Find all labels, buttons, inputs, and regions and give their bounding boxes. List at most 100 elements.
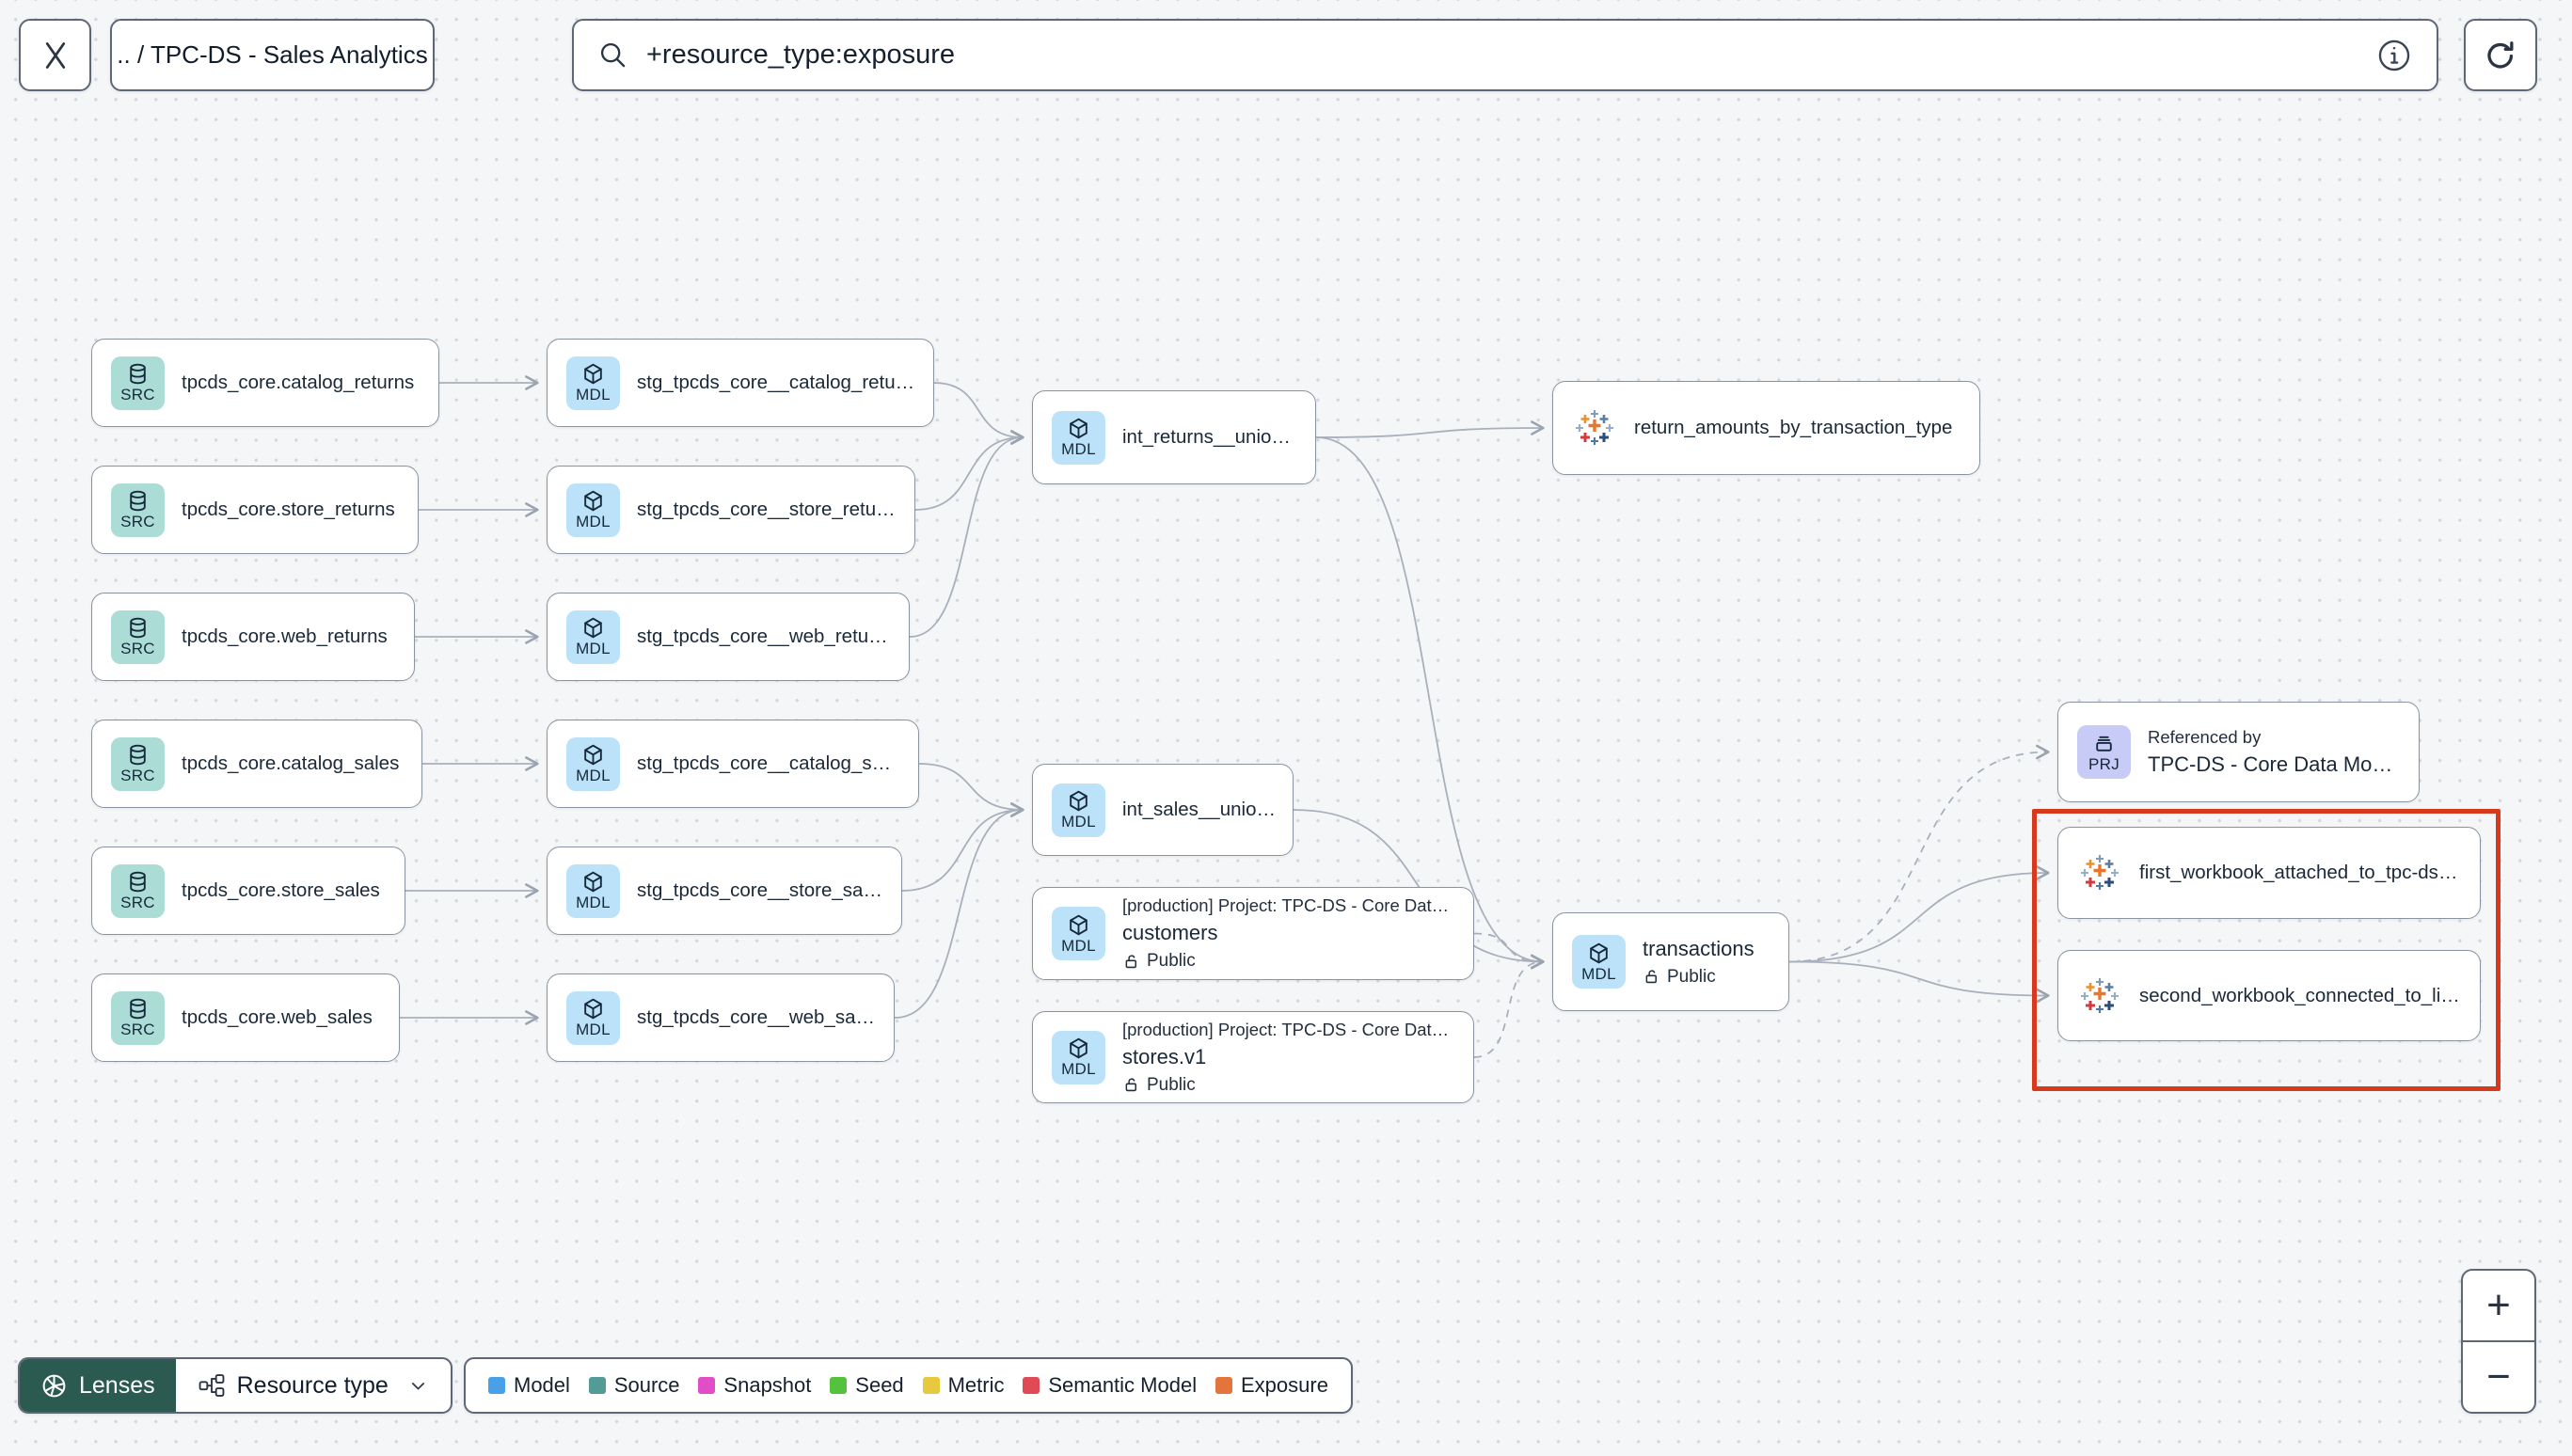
edge-stg_web_returns-to-int_returns (909, 430, 1024, 638)
node-text: tpcds_core.web_sales (182, 1006, 373, 1029)
access-label: Public (1147, 1074, 1196, 1095)
resource-badge-label: SRC (120, 513, 155, 530)
access-label: Public (1667, 966, 1716, 987)
node-text: tpcds_core.store_returns (182, 499, 395, 521)
resource-badge-label: MDL (576, 894, 611, 911)
node-customers[interactable]: MDL [production] Project: TPC-DS - Core D… (1032, 887, 1474, 980)
search-input[interactable] (646, 40, 2358, 71)
node-text: tpcds_core.catalog_returns (182, 372, 414, 394)
search-bar (572, 19, 2438, 91)
resource-badge-label: MDL (1061, 813, 1096, 831)
zoom-controls: + − (2461, 1269, 2536, 1414)
node-label: first_workbook_attached_to_tpc-ds_-_… (2139, 862, 2463, 883)
unlock-icon (1643, 968, 1660, 986)
resource-badge-label: MDL (1581, 964, 1616, 983)
database-icon: SRC (111, 863, 165, 918)
node-header: [production] Project: TPC-DS - Core Data… (1122, 1019, 1456, 1039)
search-icon (598, 40, 627, 70)
node-src_catalog_returns[interactable]: SRC tpcds_core.catalog_returns (91, 339, 439, 427)
legend-label: Snapshot (723, 1373, 812, 1397)
node-text: stg_tpcds_core__web_sales (637, 1006, 877, 1029)
node-text: second_workbook_connected_to_live… (2139, 985, 2463, 1007)
refresh-button[interactable] (2464, 19, 2537, 91)
close-button[interactable] (19, 19, 91, 91)
legend-color-chip (698, 1377, 716, 1394)
resource-type-label: Resource type (236, 1371, 389, 1399)
close-icon (41, 40, 70, 71)
node-src_store_returns[interactable]: SRC tpcds_core.store_returns (91, 466, 419, 554)
edge-stg_store_sales-to-int_sales (901, 802, 1024, 892)
resource-badge-label: MDL (1061, 936, 1096, 955)
node-label: customers (1122, 921, 1218, 944)
legend-label: Source (613, 1373, 680, 1397)
node-second_workbook[interactable]: second_workbook_connected_to_live… (2057, 950, 2481, 1041)
selection-highlight-box (2032, 809, 2501, 1091)
node-text: first_workbook_attached_to_tpc-ds_-_… (2139, 862, 2463, 884)
legend-item-source: Source (588, 1373, 680, 1398)
resource-badge-label: SRC (120, 767, 155, 784)
zoom-divider (2463, 1340, 2534, 1342)
legend-label: Exposure (1240, 1373, 1328, 1397)
node-stores_v1[interactable]: MDL [production] Project: TPC-DS - Core D… (1032, 1011, 1474, 1103)
database-icon: SRC (111, 356, 165, 410)
edge-stg_web_sales-to-int_sales (894, 802, 1024, 1019)
node-return_amounts[interactable]: return_amounts_by_transaction_type (1552, 381, 1980, 475)
node-text: stg_tpcds_core__catalog_sales (637, 752, 901, 775)
edge-int_returns-to-return_amounts (1315, 420, 1545, 438)
node-int_sales[interactable]: MDL int_sales__unioned (1032, 764, 1294, 856)
resource-badge-label: MDL (576, 1021, 611, 1038)
edge-stg_store_returns-to-int_returns (914, 430, 1024, 511)
cube-icon: MDL (566, 609, 620, 664)
breadcrumb[interactable]: .. / TPC-DS - Sales Analytics (110, 19, 435, 91)
node-label: TPC-DS - Core Data Models (2148, 752, 2402, 776)
lenses-label: Lenses (79, 1371, 155, 1399)
node-label: int_sales__unioned (1122, 799, 1276, 820)
database-icon: SRC (111, 483, 165, 537)
lenses-button[interactable]: Lenses (20, 1359, 176, 1412)
resource-badge-label: MDL (576, 386, 611, 404)
node-label: stg_tpcds_core__web_sales (637, 1006, 877, 1028)
node-first_workbook[interactable]: first_workbook_attached_to_tpc-ds_-_… (2057, 827, 2481, 919)
unlock-icon (1122, 953, 1140, 971)
edge-transactions-to-first_workbook (1788, 865, 2050, 963)
node-access: Public (1643, 967, 1754, 988)
node-label: return_amounts_by_transaction_type (1634, 417, 1953, 438)
chevron-down-icon (401, 1376, 428, 1396)
node-label: tpcds_core.web_returns (182, 625, 388, 647)
node-text: stg_tpcds_core__catalog_returns (637, 372, 916, 394)
zoom-in-button[interactable]: + (2463, 1271, 2534, 1340)
zoom-out-button[interactable]: − (2463, 1342, 2534, 1412)
database-icon: SRC (111, 736, 165, 791)
node-text: stg_tpcds_core__web_returns (637, 625, 892, 648)
info-icon[interactable] (2376, 38, 2412, 73)
node-header: [production] Project: TPC-DS - Core Data… (1122, 895, 1456, 915)
legend-color-chip (922, 1377, 940, 1394)
tableau-exposure-icon (2077, 850, 2122, 895)
resource-type-dropdown[interactable]: Resource type (176, 1359, 451, 1412)
node-label: tpcds_core.catalog_sales (182, 752, 400, 774)
tableau-exposure-icon (2077, 973, 2122, 1019)
node-stg_catalog_returns[interactable]: MDL stg_tpcds_core__catalog_returns (547, 339, 934, 427)
legend-color-chip (1023, 1377, 1040, 1394)
legend-color-chip (488, 1377, 505, 1394)
resource-badge-label: MDL (576, 640, 611, 657)
node-src_catalog_sales[interactable]: SRC tpcds_core.catalog_sales (91, 720, 422, 808)
node-stg_web_returns[interactable]: MDL stg_tpcds_core__web_returns (547, 593, 910, 681)
resource-badge-label: PRJ (2088, 754, 2120, 773)
resource-badge-label: SRC (120, 894, 155, 911)
tableau-exposure-icon (1572, 405, 1617, 451)
node-stg_web_sales[interactable]: MDL stg_tpcds_core__web_sales (547, 973, 895, 1062)
resource-badge-label: MDL (1061, 1060, 1096, 1078)
legend-item-exposure: Exposure (1215, 1373, 1328, 1398)
